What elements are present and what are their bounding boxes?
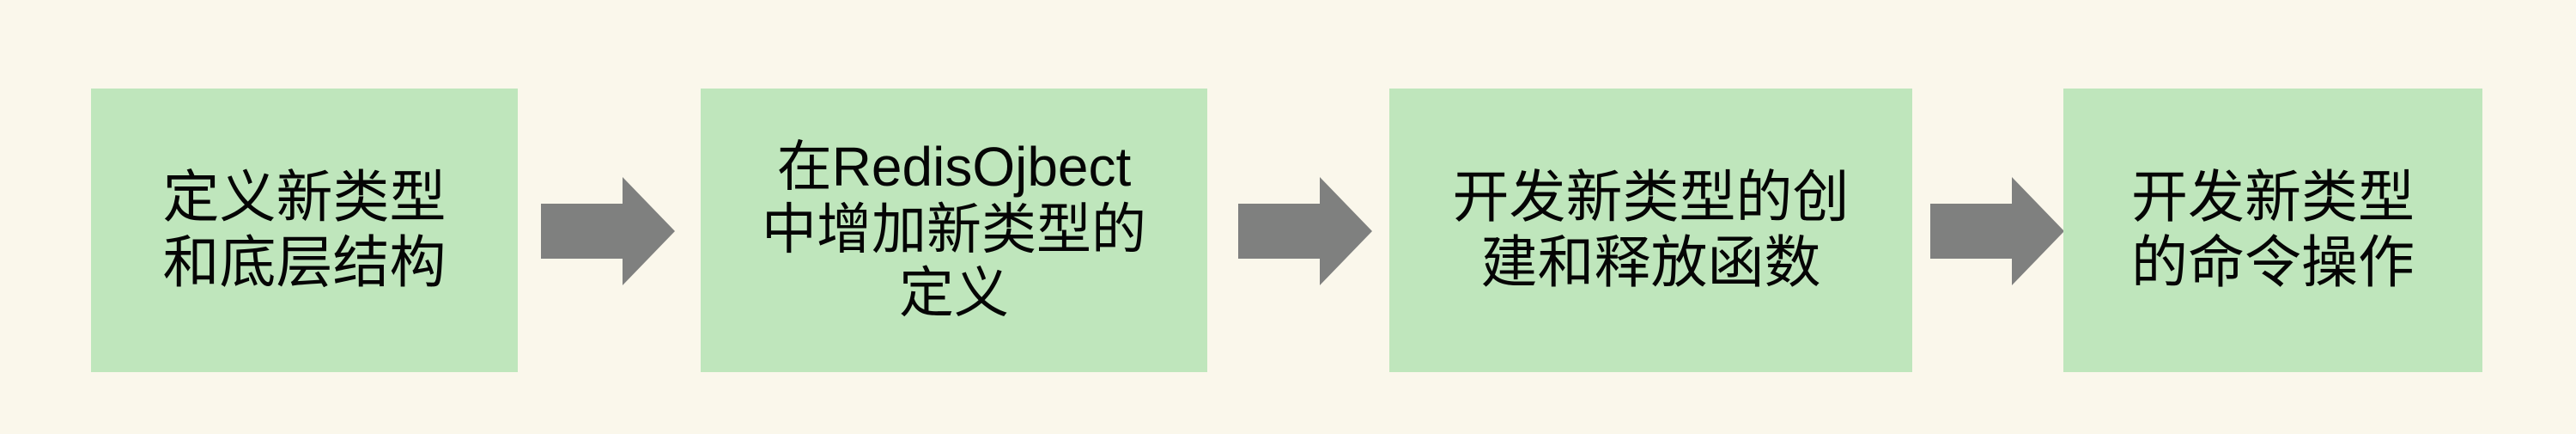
flow-node-step-1-label: 定义新类型 和底层结构 (162, 165, 447, 294)
flow-node-step-1: 定义新类型 和底层结构 (91, 89, 518, 372)
flow-node-step-2-label: 在RedisOjbect 中增加新类型的 定义 (762, 135, 1146, 324)
flow-node-step-3: 开发新类型的创 建和释放函数 (1389, 89, 1912, 372)
arrow-right-icon (1238, 177, 1372, 285)
flow-node-step-3-label: 开发新类型的创 建和释放函数 (1452, 165, 1850, 294)
flow-node-step-2: 在RedisOjbect 中增加新类型的 定义 (701, 89, 1207, 372)
flow-node-step-4: 开发新类型 的命令操作 (2063, 89, 2482, 372)
arrow-right-icon (1930, 177, 2064, 285)
arrow-right-icon (541, 177, 675, 285)
flow-node-step-4-label: 开发新类型 的命令操作 (2131, 165, 2415, 294)
